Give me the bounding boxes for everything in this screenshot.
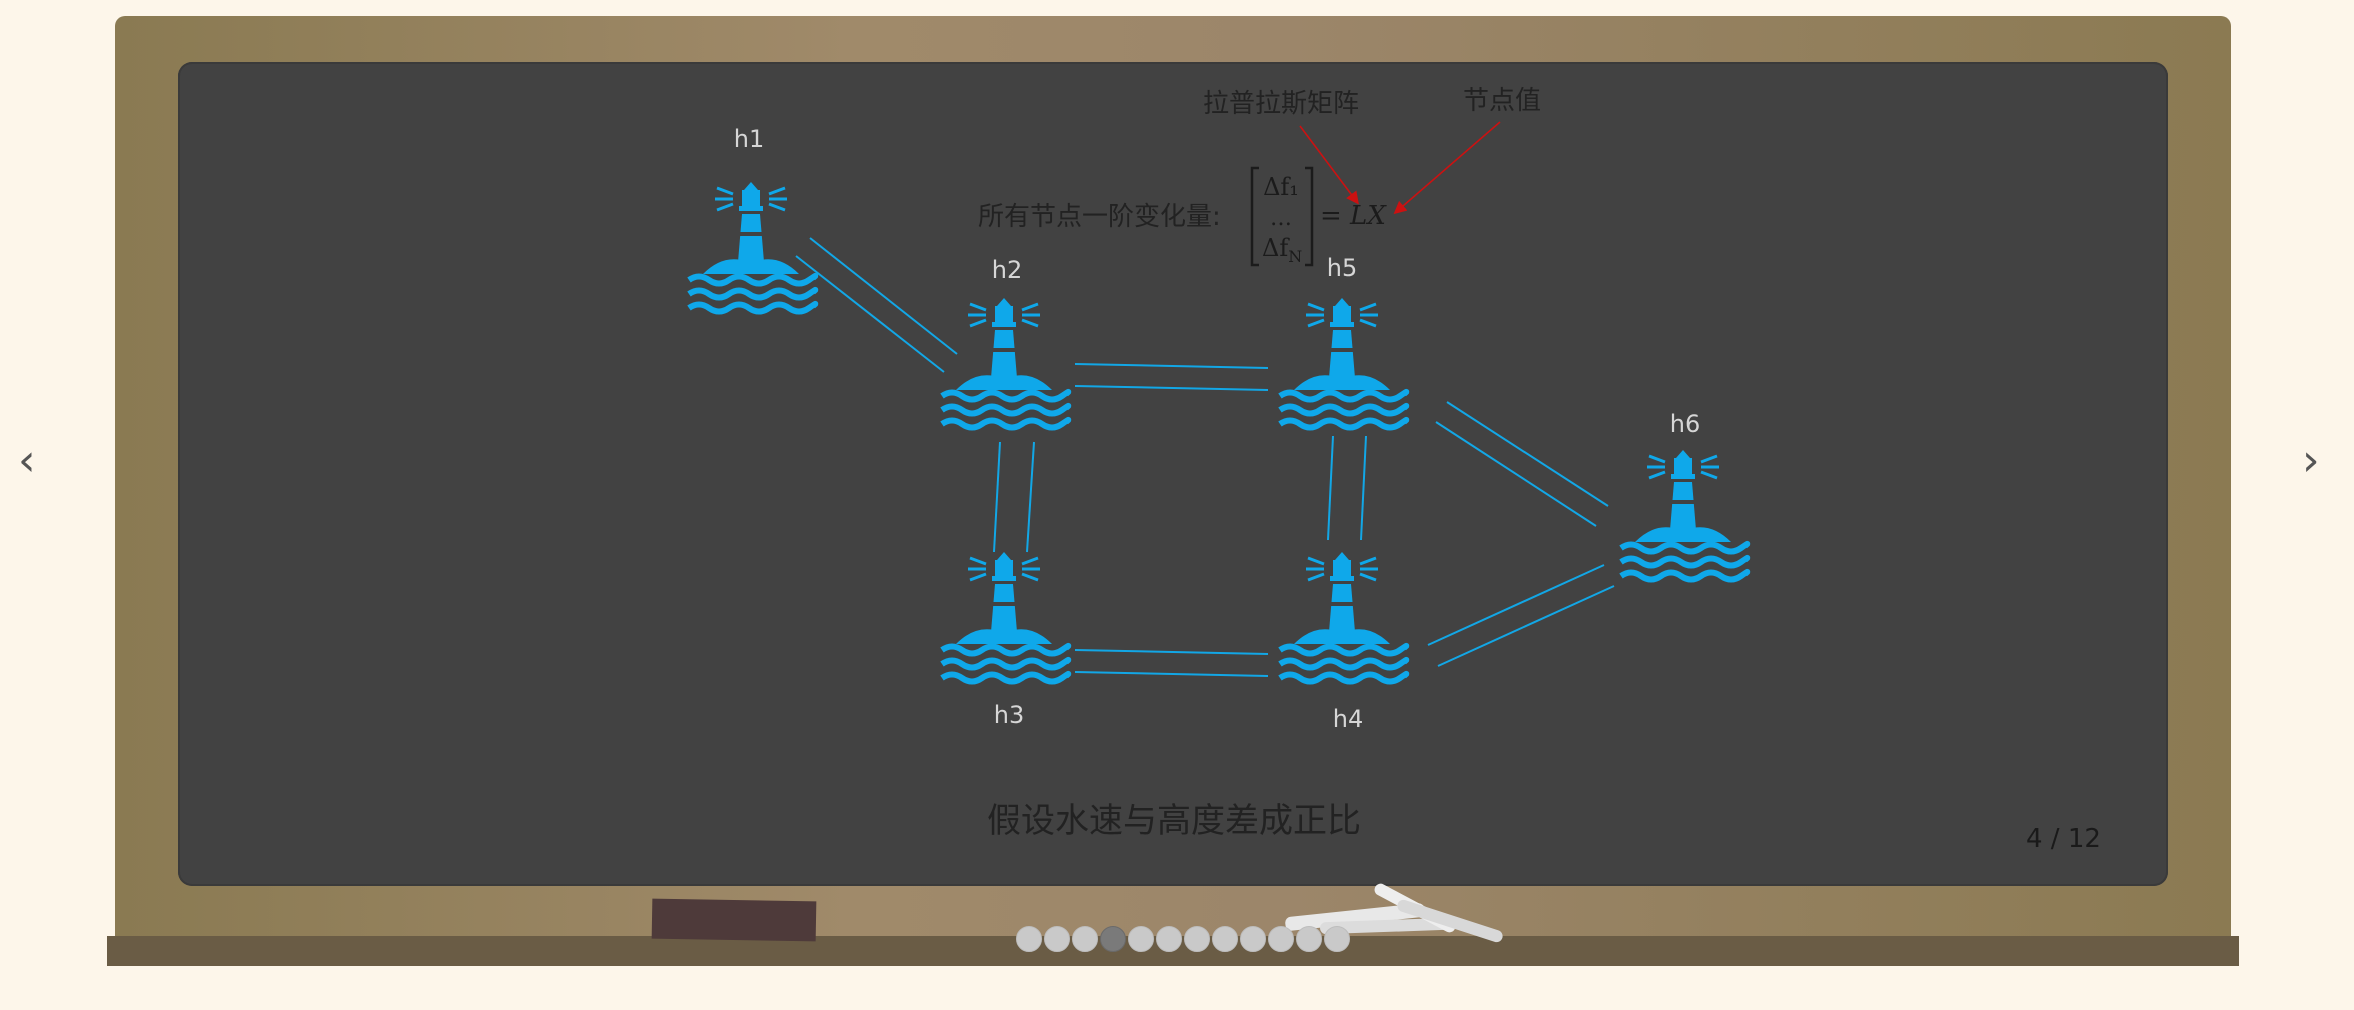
formula-rhs: = LX [1320,201,1387,231]
edge-h5-h6 [1435,401,1609,527]
edge-h2-h3 [993,441,1035,553]
slide-canvas [178,62,2168,886]
edge-h1-h2 [795,237,958,373]
lighthouse-icon [942,552,1068,682]
edge-h5-h4 [1327,435,1367,541]
node-label-h3: h3 [994,701,1024,729]
annotation-arrow-node-value [1393,121,1501,215]
node-label-h5: h5 [1327,254,1357,282]
slide-counter: 4 / 12 [2026,824,2101,854]
next-slide-button[interactable]: › [2302,435,2320,486]
pagination-dot[interactable] [1072,926,1098,952]
pagination-dot[interactable] [1296,926,1322,952]
lighthouse-icon [1280,552,1406,682]
pagination-dot[interactable] [1044,926,1070,952]
edge-h3-h4 [1074,649,1269,677]
formula-ellipsis: … [1270,206,1292,231]
pagination-dot[interactable] [1240,926,1266,952]
slide-caption: 假设水速与高度差成正比 [987,801,1361,841]
pagination-dot[interactable] [1324,926,1350,952]
formula-delta-fn: ΔfN [1262,234,1302,266]
formula-delta-f1: Δf₁ [1263,173,1299,201]
node-label-h4: h4 [1333,705,1363,733]
node-label-h6: h6 [1670,410,1700,438]
annotation-arrow-laplacian [1299,125,1359,205]
lighthouse-icon [1621,450,1747,580]
node-label-h1: h1 [734,125,764,153]
pagination-dot[interactable] [1128,926,1154,952]
annotation-laplacian: 拉普拉斯矩阵 [1203,89,1359,119]
pagination-dot[interactable] [1100,926,1126,952]
previous-slide-button[interactable]: ‹ [18,435,36,486]
node-label-h2: h2 [992,256,1022,284]
lighthouse-icon [942,298,1068,428]
lighthouse-icon [1280,298,1406,428]
vector-bracket [1250,166,1314,267]
formula-label: 所有节点一阶变化量: [978,202,1221,232]
pagination-dot[interactable] [1212,926,1238,952]
edge-h4-h6 [1427,564,1615,667]
pagination-dots [1016,926,1350,952]
annotation-node-value: 节点值 [1463,86,1541,116]
pagination-dot[interactable] [1268,926,1294,952]
lighthouse-icon [689,182,815,312]
pagination-dot[interactable] [1184,926,1210,952]
edge-h2-h5 [1074,363,1269,391]
pagination-dot[interactable] [1156,926,1182,952]
pagination-dot[interactable] [1016,926,1042,952]
